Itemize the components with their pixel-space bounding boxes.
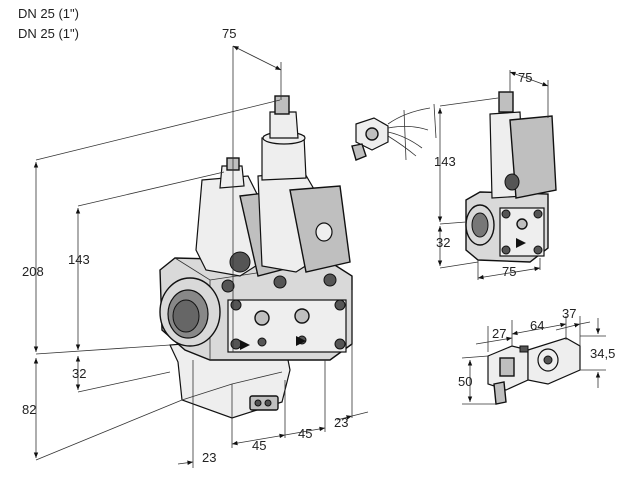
dim-main-right-23: 23 xyxy=(334,415,348,430)
title-line-1: DN 25 (1") xyxy=(18,6,79,21)
dim-side-75-top: 75 xyxy=(518,70,532,85)
dim-plug-345: 34,5 xyxy=(590,346,615,361)
side-coil xyxy=(509,115,557,199)
coil-right-terminal xyxy=(274,95,290,115)
dim-main-left-23: 23 xyxy=(202,450,216,465)
main-dimensions xyxy=(33,45,369,468)
dim-plug-64: 64 xyxy=(530,318,544,333)
dim-main-45a: 45 xyxy=(252,438,266,453)
dim-main-208: 208 xyxy=(22,264,44,279)
coil-right-cap xyxy=(269,111,299,139)
dim-plug-27: 27 xyxy=(492,326,506,341)
plug-detail xyxy=(487,337,581,405)
dim-side-32: 32 xyxy=(436,235,450,250)
plug-cable-gland xyxy=(493,381,507,405)
dim-main-45b: 45 xyxy=(298,426,312,441)
bottom-connector xyxy=(249,395,279,411)
side-dimensions xyxy=(437,70,549,280)
front-plate xyxy=(227,299,347,353)
dim-side-143: 143 xyxy=(434,154,456,169)
dim-main-32: 32 xyxy=(72,366,86,381)
dim-main-75: 75 xyxy=(222,26,236,41)
dim-main-82: 82 xyxy=(22,402,36,417)
plug-dimensions xyxy=(461,316,606,405)
side-view-valve xyxy=(465,91,557,263)
dim-plug-50: 50 xyxy=(458,374,472,389)
main-valve-assembly xyxy=(159,95,353,419)
flow-arrow-1 xyxy=(240,340,250,350)
flow-arrow-2 xyxy=(296,336,306,346)
title-line-2: DN 25 (1") xyxy=(18,26,79,41)
dim-side-75-bottom: 75 xyxy=(502,264,516,279)
dim-plug-37: 37 xyxy=(562,306,576,321)
side-coil-terminal xyxy=(498,91,514,113)
cable-connector xyxy=(351,103,437,161)
dim-main-143: 143 xyxy=(68,252,90,267)
